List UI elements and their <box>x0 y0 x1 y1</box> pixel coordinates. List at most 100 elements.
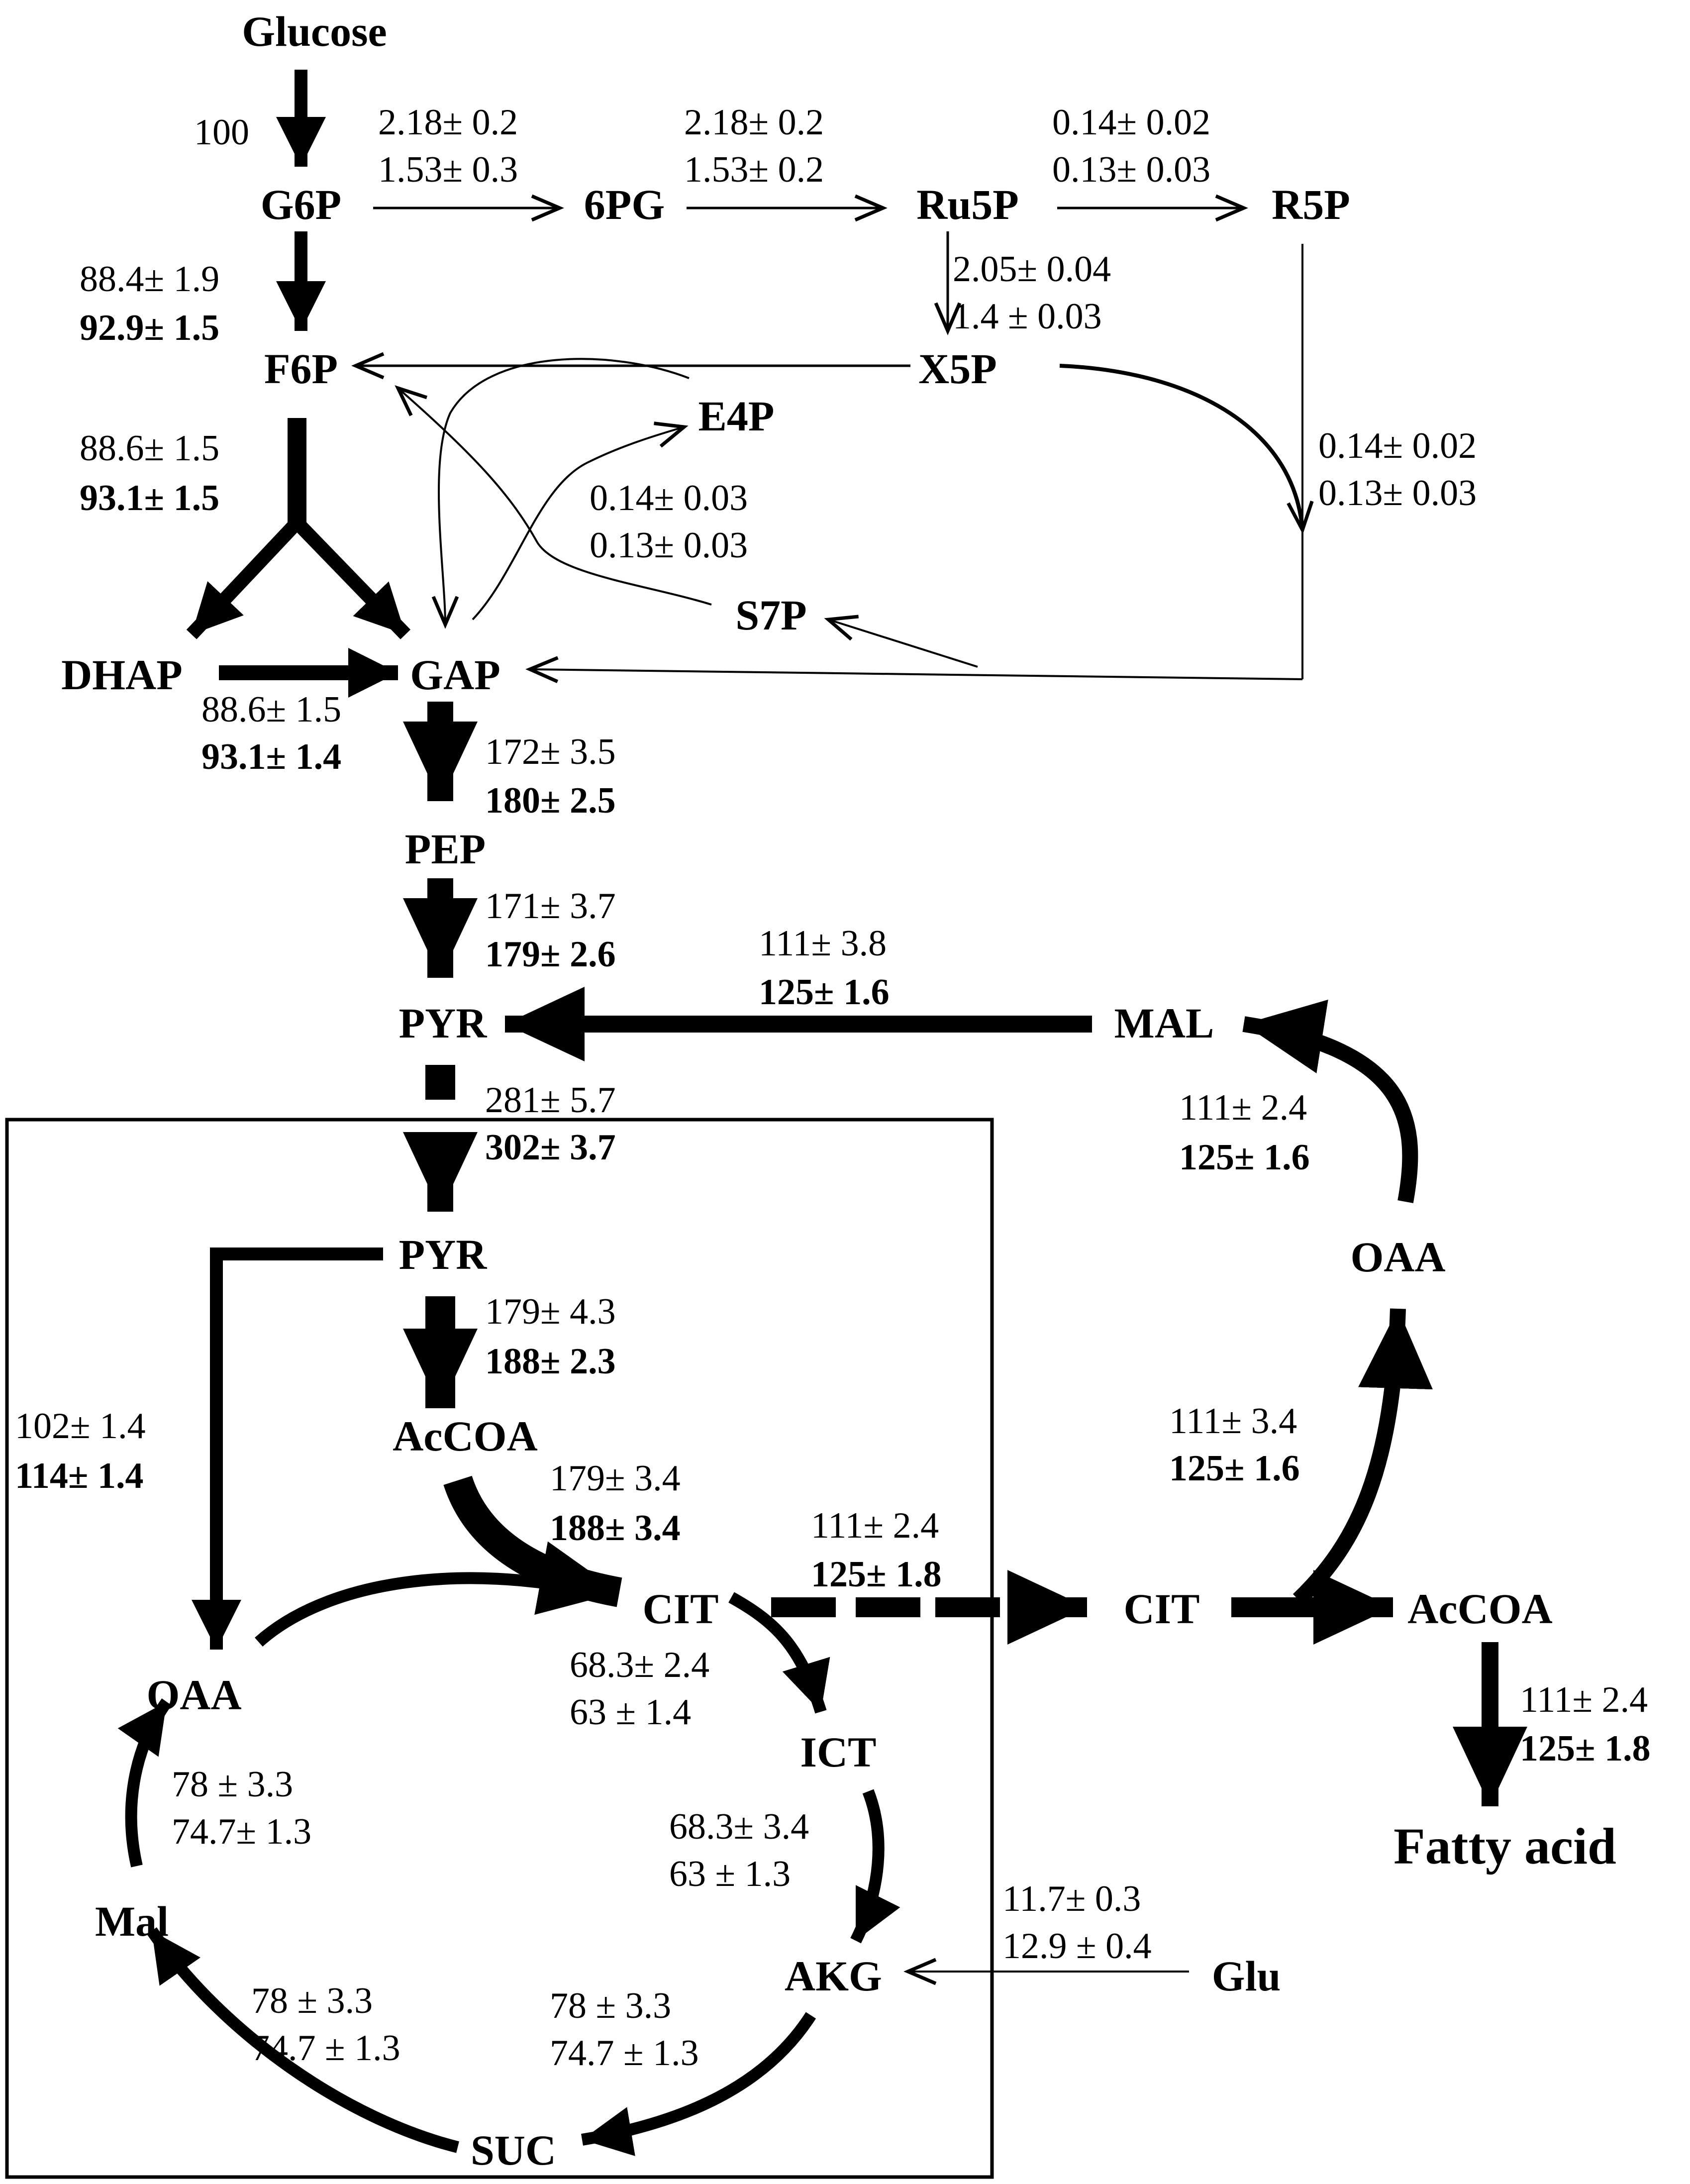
flux-f6p-split-b: 93.1± 1.5 <box>80 478 219 519</box>
arrow-cit-ict <box>728 1592 830 1714</box>
flux-ict-akg-a: 68.3± 3.4 <box>669 1806 809 1847</box>
flux-mal-oaa-a: 78 ± 3.3 <box>172 1764 293 1805</box>
node-ru5p: Ru5P <box>916 181 1018 228</box>
node-oaa-mito: OAA <box>146 1671 241 1719</box>
arrow-f6p-gap <box>292 518 411 639</box>
node-s7p: S7P <box>735 591 806 639</box>
flux-mal-oaa-b: 74.7± 1.3 <box>172 1811 311 1852</box>
arrow-oaa-mal-cyto <box>1242 999 1418 1203</box>
arrow-s7p-f6p <box>395 385 712 606</box>
flux-accoa-fa-a: 111± 2.4 <box>1520 1679 1648 1720</box>
flux-ru5p-r5p-a: 0.14± 0.02 <box>1052 102 1210 143</box>
flux-mal-pyr-b: 125± 1.6 <box>759 972 890 1013</box>
flux-g6p-6pg-b: 1.53± 0.3 <box>378 149 518 190</box>
flux-accoa-cit-a: 179± 3.4 <box>550 1458 681 1499</box>
flux-ict-akg-b: 63 ± 1.3 <box>669 1854 791 1894</box>
flux-6pg-ru5p-b: 1.53± 0.2 <box>684 149 824 190</box>
arrow-suc-mal <box>147 1927 459 2153</box>
flux-pyr-transport-b: 302± 3.7 <box>485 1127 616 1168</box>
flux-accoa-cit-b: 188± 3.4 <box>550 1508 681 1549</box>
flux-ru5p-x5p-b: 1.4 ± 0.03 <box>953 296 1102 337</box>
arrow-f6p-dhap <box>186 518 302 639</box>
flux-ru5p-r5p-b: 0.13± 0.03 <box>1052 149 1210 190</box>
flux-g6p-6pg-a: 2.18± 0.2 <box>378 102 518 143</box>
node-accoa-mito: AcCOA <box>393 1412 537 1460</box>
flux-g6p-f6p-a: 88.4± 1.9 <box>80 259 219 300</box>
flux-oaa-mal-cyto-b: 125± 1.6 <box>1179 1137 1310 1178</box>
mitochondrion-box <box>5 1118 994 2179</box>
node-x5p: X5P <box>918 345 997 393</box>
flux-cit-export-a: 111± 2.4 <box>811 1505 939 1546</box>
flux-glu-akg-b: 12.9 ± 0.4 <box>1002 1926 1152 1967</box>
dash-pyr-transport <box>425 1065 455 1100</box>
node-f6p: F6P <box>264 345 338 393</box>
node-glu: Glu <box>1212 1952 1281 2000</box>
node-gap: GAP <box>410 651 500 699</box>
arrow-ict-akg <box>850 1789 900 1944</box>
flux-accoa-fa-b: 125± 1.8 <box>1520 1728 1651 1769</box>
node-g6p: G6P <box>261 181 341 228</box>
node-pyr-mito: PYR <box>399 1231 488 1278</box>
arrow-to-s7p <box>824 615 978 668</box>
node-mal-mito: Mal <box>95 1897 169 1945</box>
arrow-x5p-r5p-merge <box>1059 364 1314 534</box>
flux-6pg-ru5p-a: 2.18± 0.2 <box>684 102 824 143</box>
flux-pyr-oaa-a: 102± 1.4 <box>15 1406 146 1447</box>
flux-pyr-accoa-b: 188± 2.3 <box>485 1341 616 1382</box>
arrow-oaa-cit <box>255 1557 598 1647</box>
flux-gap-pep-b: 180± 2.5 <box>485 780 616 821</box>
flux-glucose-g6p: 100 <box>194 112 249 153</box>
flux-pyr-accoa-a: 179± 4.3 <box>485 1291 616 1332</box>
flux-dhap-gap-a: 88.6± 1.5 <box>201 689 341 730</box>
node-suc: SUC <box>471 2126 556 2174</box>
node-pep: PEP <box>405 825 486 873</box>
node-cit-mito: CIT <box>643 1585 719 1633</box>
flux-ru5p-x5p-a: 2.05± 0.04 <box>953 249 1111 290</box>
flux-transketolase-b: 0.13± 0.03 <box>590 525 748 566</box>
node-fatty-acid: Fatty acid <box>1393 1818 1616 1875</box>
node-cit-cytosol: CIT <box>1124 1585 1200 1633</box>
arrow-gap-e4p <box>472 421 689 621</box>
flux-transketolase-a: 0.14± 0.03 <box>590 478 748 519</box>
arrow-to-gap-from-tk <box>431 358 690 629</box>
flux-r5p-gap-a: 0.14± 0.02 <box>1318 425 1477 466</box>
node-pyr-cytosol: PYR <box>399 999 488 1047</box>
flux-pep-pyr-a: 171± 3.7 <box>485 886 616 927</box>
flux-g6p-f6p-b: 92.9± 1.5 <box>80 308 219 348</box>
node-6pg: 6PG <box>584 181 665 228</box>
flux-akg-suc-b: 74.7 ± 1.3 <box>550 2033 699 2074</box>
flux-cit-export-b: 125± 1.8 <box>811 1554 942 1595</box>
flux-pyr-oaa-b: 114± 1.4 <box>15 1456 144 1496</box>
node-dhap: DHAP <box>61 651 183 699</box>
flux-cit-oaa-cyto-a: 111± 3.4 <box>1169 1401 1297 1442</box>
flux-pep-pyr-b: 179± 2.6 <box>485 934 616 975</box>
flux-pyr-transport-a: 281± 5.7 <box>485 1080 616 1121</box>
dash-cit-export-1 <box>771 1597 836 1617</box>
flux-suc-mal-b: 74.7 ± 1.3 <box>251 2028 400 2069</box>
flux-mal-pyr-a: 111± 3.8 <box>759 923 887 964</box>
flux-r5p-gap-b: 0.13± 0.03 <box>1318 473 1477 514</box>
node-ict: ICT <box>800 1728 877 1776</box>
dash-cit-export-2 <box>856 1597 920 1617</box>
flux-oaa-mal-cyto-a: 111± 2.4 <box>1179 1087 1307 1128</box>
flux-dhap-gap-b: 93.1± 1.4 <box>201 736 341 777</box>
arrow-r5p-gap <box>525 656 1303 683</box>
flux-cit-ict-a: 68.3± 2.4 <box>570 1645 709 1685</box>
flux-suc-mal-a: 78 ± 3.3 <box>251 1980 373 2021</box>
flux-cit-oaa-cyto-b: 125± 1.6 <box>1169 1448 1300 1489</box>
dash-cit-export-3 <box>935 1597 1000 1617</box>
node-accoa-cytosol: AcCOA <box>1407 1585 1552 1633</box>
flux-f6p-split-a: 88.6± 1.5 <box>80 428 219 469</box>
arrow-mal-oaa <box>117 1698 172 1868</box>
node-e4p: E4P <box>698 392 775 440</box>
arrow-cit-oaa-cyto <box>1292 1308 1433 1606</box>
flux-akg-suc-a: 78 ± 3.3 <box>550 1985 671 2026</box>
flux-cit-ict-b: 63 ± 1.4 <box>570 1692 691 1733</box>
arrow-pyr-oaa <box>192 1248 383 1650</box>
arrow-akg-suc <box>581 2012 816 2156</box>
node-r5p: R5P <box>1272 181 1350 228</box>
flux-gap-pep-a: 172± 3.5 <box>485 731 616 772</box>
node-akg: AKG <box>785 1952 882 2000</box>
node-oaa-cytosol: OAA <box>1350 1233 1445 1281</box>
